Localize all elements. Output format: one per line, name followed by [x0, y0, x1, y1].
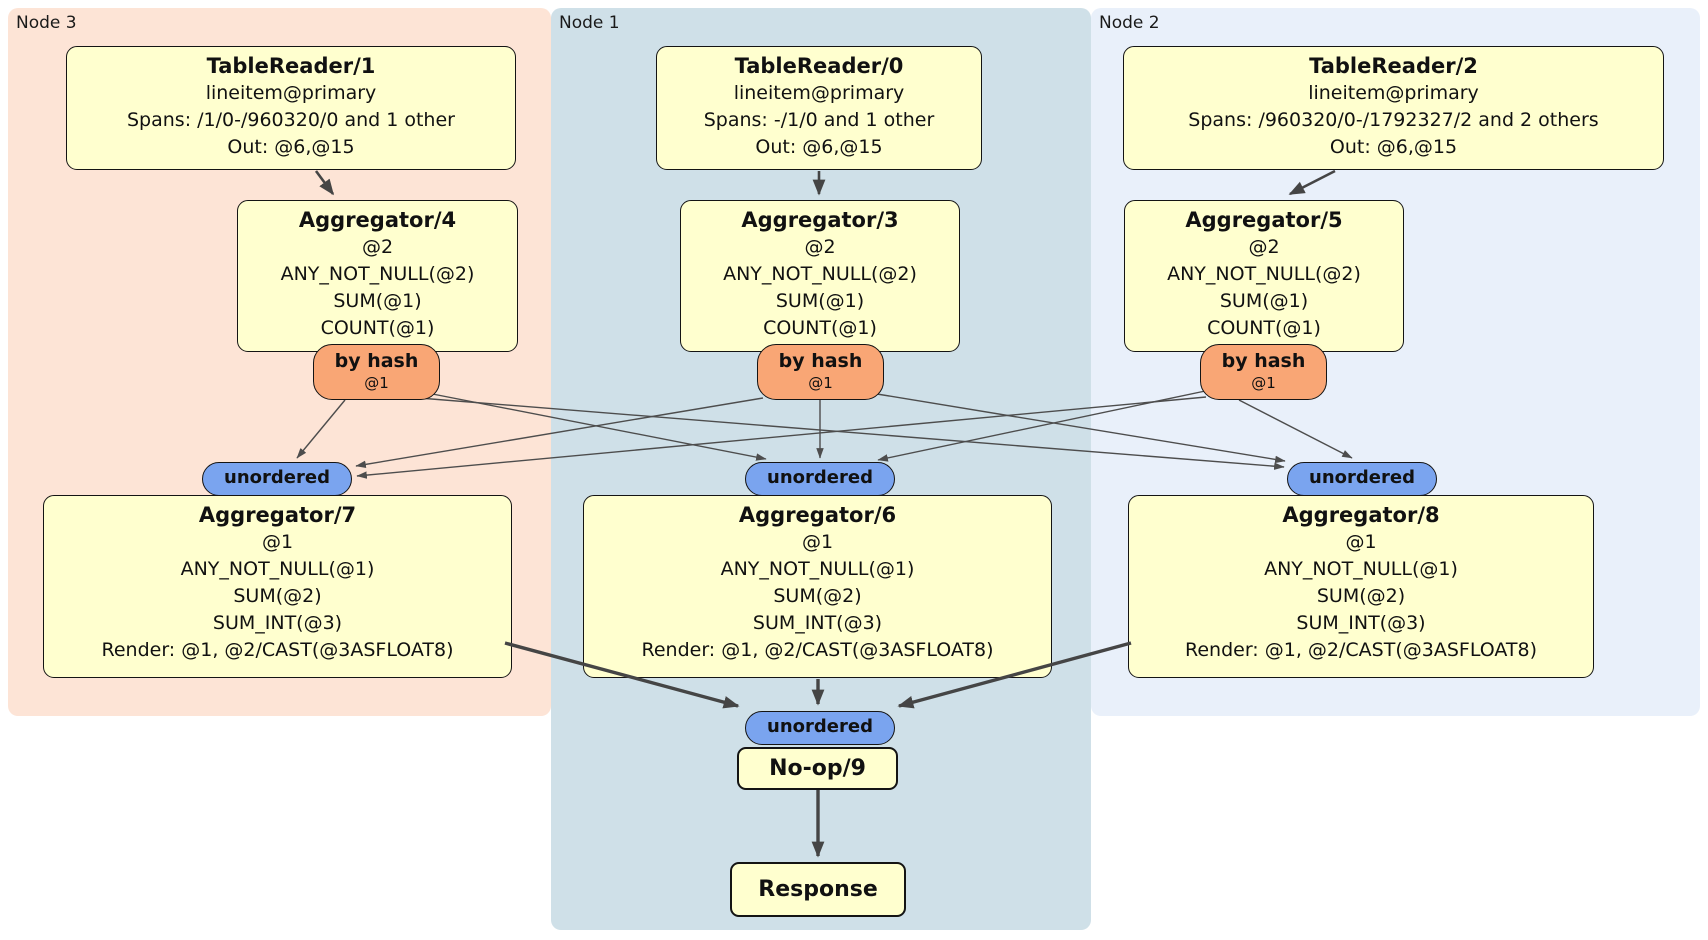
processor-group-line: @1: [261, 531, 294, 553]
processor-render-line: Render: @1, @2/CAST(@3ASFLOAT8): [101, 639, 454, 661]
processor-spans-line: Spans: /1/0-/960320/0 and 1 other: [127, 109, 455, 131]
processor-group-line: @2: [361, 236, 394, 258]
processor-index-line: lineitem@primary: [205, 82, 377, 104]
processor-agg-line: ANY_NOT_NULL(@2): [280, 263, 475, 285]
processor-agg-line: COUNT(@1): [320, 317, 435, 339]
processor-out-line: Out: @6,@15: [227, 136, 355, 158]
processor-group-line: @2: [1248, 236, 1280, 258]
processor-title: Aggregator/8: [1282, 503, 1440, 527]
response-node: Response: [730, 862, 906, 917]
sync-unordered-final: unordered: [745, 711, 895, 745]
processor-tablereader-1: TableReader/1 lineitem@primary Spans: /1…: [66, 46, 516, 170]
node-region-3-label: Node 3: [16, 13, 77, 33]
processor-aggregator-7: Aggregator/7 @1 ANY_NOT_NULL(@1) SUM(@2)…: [43, 495, 512, 678]
processor-agg-line: ANY_NOT_NULL(@1): [720, 558, 915, 580]
processor-agg-line: COUNT(@1): [763, 317, 877, 339]
processor-group-line: @1: [1345, 531, 1377, 553]
processor-agg-line: SUM_INT(@3): [752, 612, 883, 634]
processor-title: TableReader/2: [1309, 54, 1478, 78]
processor-agg-line: SUM(@1): [775, 290, 865, 312]
processor-agg-line: SUM(@2): [773, 585, 862, 607]
router-key: @1: [808, 374, 833, 392]
processor-agg-line: ANY_NOT_NULL(@1): [1264, 558, 1458, 580]
router-by-hash-5: by hash @1: [1200, 344, 1327, 400]
processor-render-line: Render: @1, @2/CAST(@3ASFLOAT8): [641, 639, 994, 661]
sync-unordered-middle: unordered: [745, 462, 895, 496]
processor-index-line: lineitem@primary: [1308, 82, 1479, 104]
processor-title: Aggregator/7: [198, 503, 357, 527]
processor-out-line: Out: @6,@15: [755, 136, 883, 158]
processor-aggregator-4: Aggregator/4 @2 ANY_NOT_NULL(@2) SUM(@1)…: [237, 200, 518, 352]
sync-unordered-left: unordered: [202, 462, 352, 496]
processor-agg-line: ANY_NOT_NULL(@2): [723, 263, 917, 285]
router-key: @1: [1251, 374, 1276, 392]
processor-title: Aggregator/4: [298, 208, 457, 232]
processor-tablereader-0: TableReader/0 lineitem@primary Spans: -/…: [656, 46, 982, 170]
processor-agg-line: SUM(@2): [1316, 585, 1406, 607]
processor-title: Aggregator/6: [738, 503, 897, 527]
processor-title: Aggregator/5: [1185, 208, 1343, 232]
router-label: by hash: [334, 350, 419, 372]
processor-agg-line: SUM(@2): [233, 585, 322, 607]
processor-tablereader-2: TableReader/2 lineitem@primary Spans: /9…: [1123, 46, 1664, 170]
processor-aggregator-6: Aggregator/6 @1 ANY_NOT_NULL(@1) SUM(@2)…: [583, 495, 1052, 678]
processor-out-line: Out: @6,@15: [1329, 136, 1458, 158]
processor-group-line: @2: [804, 236, 836, 258]
sync-unordered-right: unordered: [1287, 462, 1437, 496]
router-label: by hash: [778, 350, 863, 372]
processor-title: TableReader/0: [734, 54, 904, 78]
processor-agg-line: ANY_NOT_NULL(@1): [180, 558, 375, 580]
router-label: by hash: [1221, 350, 1306, 372]
processor-title: TableReader/1: [206, 54, 376, 78]
router-by-hash-4: by hash @1: [313, 344, 440, 400]
processor-index-line: lineitem@primary: [733, 82, 905, 104]
processor-spans-line: Spans: -/1/0 and 1 other: [703, 109, 935, 131]
processor-render-line: Render: @1, @2/CAST(@3ASFLOAT8): [1185, 639, 1537, 661]
processor-group-line: @1: [801, 531, 834, 553]
router-key: @1: [364, 374, 389, 392]
processor-spans-line: Spans: /960320/0-/1792327/2 and 2 others: [1188, 109, 1599, 131]
node-region-1-label: Node 1: [559, 13, 620, 33]
processor-agg-line: COUNT(@1): [1207, 317, 1321, 339]
processor-noop: No-op/9: [737, 747, 898, 790]
processor-aggregator-3: Aggregator/3 @2 ANY_NOT_NULL(@2) SUM(@1)…: [680, 200, 960, 352]
processor-agg-line: ANY_NOT_NULL(@2): [1167, 263, 1361, 285]
processor-agg-line: SUM(@1): [1219, 290, 1309, 312]
node-region-2-label: Node 2: [1099, 13, 1160, 33]
processor-agg-line: SUM(@1): [333, 290, 422, 312]
processor-aggregator-8: Aggregator/8 @1 ANY_NOT_NULL(@1) SUM(@2)…: [1128, 495, 1594, 678]
processor-title: Aggregator/3: [741, 208, 899, 232]
router-by-hash-3: by hash @1: [757, 344, 884, 400]
processor-agg-line: SUM_INT(@3): [212, 612, 343, 634]
processor-aggregator-5: Aggregator/5 @2 ANY_NOT_NULL(@2) SUM(@1)…: [1124, 200, 1404, 352]
processor-agg-line: SUM_INT(@3): [1296, 612, 1426, 634]
